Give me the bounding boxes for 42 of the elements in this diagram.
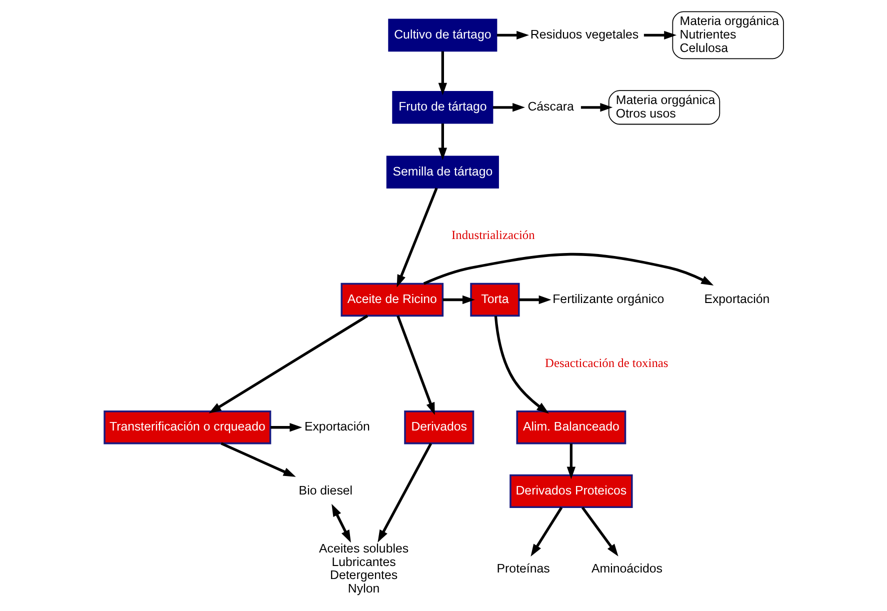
node-text: Cáscara (527, 100, 574, 114)
node-box: Torta (470, 282, 520, 317)
arrow (442, 295, 474, 304)
node-box: Transterificación o crqueado (103, 410, 271, 444)
node-text: Aminoácidos (591, 561, 662, 576)
arrow (566, 444, 576, 480)
arrow (396, 315, 434, 416)
arrow (377, 442, 432, 542)
arrow (220, 442, 296, 477)
arrow (438, 124, 447, 160)
node-text: Residuos vegetales (530, 27, 638, 42)
node-text: Bio diesel (298, 483, 352, 498)
node-text: Exportación (304, 420, 370, 434)
arrow (518, 295, 551, 304)
node-text: Exportación (704, 292, 770, 306)
arrow (208, 314, 368, 414)
node-box: Derivados Proteicos (509, 474, 632, 508)
node-box: Materia orggánica Nutrientes Celulosa (672, 11, 784, 60)
node-box: Materia orggánica Otros usos (608, 90, 720, 125)
arrow (422, 252, 714, 286)
label: Industrialización (451, 228, 534, 242)
node-text: Proteínas (496, 561, 550, 576)
arrow (438, 51, 447, 96)
arrow (494, 316, 548, 414)
node-box: Alim. Balanceado (516, 410, 626, 444)
node-box: Fruto de tártago (392, 91, 493, 124)
arrow (530, 506, 562, 557)
node-box: Cultivo de tártago (388, 18, 497, 52)
arrow (496, 30, 529, 40)
node-text: Aceites solubles Lubricantes Detergentes Nylon (318, 542, 408, 596)
arrow (580, 103, 612, 112)
arrow (492, 103, 524, 112)
arrow (643, 30, 676, 40)
node-box: Semilla de tártago (386, 156, 498, 188)
arrow (331, 504, 350, 543)
node-box: Aceite de Ricino (340, 282, 444, 317)
label: Desacticación de toxinas (544, 356, 668, 370)
node-text: Fertilizante orgánico (552, 292, 664, 306)
arrow (270, 423, 302, 432)
arrow (396, 188, 438, 288)
node-box: Derivados (404, 410, 474, 444)
arrow (580, 506, 618, 556)
